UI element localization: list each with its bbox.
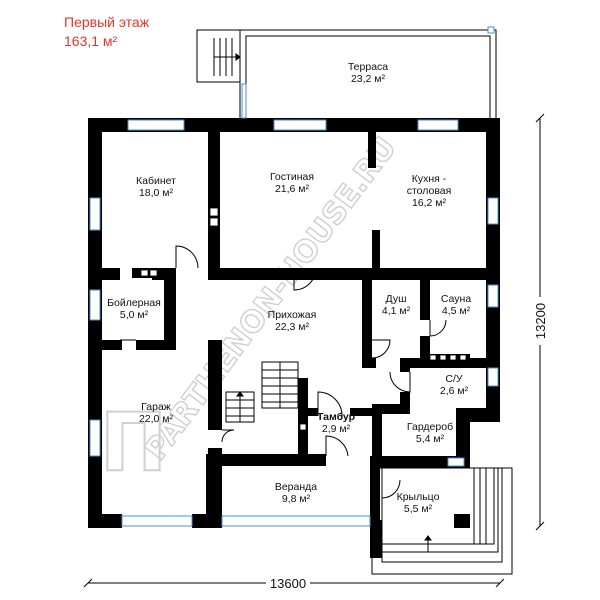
wall-west [88, 118, 102, 526]
stairs [225, 361, 299, 423]
room-name-veranda: Веранда [275, 481, 317, 493]
watermark-logo: П [100, 396, 167, 489]
room-name-hall: Прихожая [268, 309, 317, 321]
room-name-terrace: Терраса [348, 61, 388, 73]
dimension-width: 13600 [270, 576, 306, 591]
room-area-porch: 5,5 м² [404, 503, 433, 515]
room-area-sauna: 4,5 м² [442, 305, 471, 317]
room-area-living: 21,6 м² [275, 183, 310, 195]
doors [120, 245, 447, 499]
room-name-shower: Душ [385, 293, 406, 305]
room-area-kitchen: 16,2 м² [412, 197, 447, 209]
windows [89, 83, 499, 527]
wall-porch-top [370, 456, 470, 468]
room-area-veranda: 9,8 м² [282, 493, 311, 505]
room-name-garage: Гараж [141, 401, 171, 413]
floor-area: 163,1 м² [64, 33, 118, 49]
room-name-sauna: Сауна [441, 293, 471, 305]
dimension-height: 13200 [533, 303, 548, 339]
room-name-living: Гостиная [270, 171, 314, 183]
room-labels: Терраса 23,2 м² Кабинет 18,0 м² Гостиная… [107, 61, 471, 515]
room-name-vestibule: Тамбур [317, 411, 355, 423]
floor-title: Первый этаж [64, 14, 150, 30]
room-area-garage: 22,0 м² [139, 413, 174, 425]
vents [140, 207, 467, 431]
room-area-vestibule: 2,9 м² [322, 423, 351, 435]
room-area-office: 18,0 м² [139, 187, 174, 199]
room-name-wardrobe: Гардероб [407, 421, 453, 433]
terrace-outline [196, 26, 497, 118]
wall-east-upper [486, 118, 500, 408]
room-name-boiler: Бойлерная [107, 297, 161, 309]
room-area-shower: 4,1 м² [382, 305, 411, 317]
room-name-kitchen-line2: столовая [407, 185, 452, 197]
porch-steps [371, 467, 513, 575]
room-area-wc: 2,6 м² [440, 385, 469, 397]
room-name-porch: Крыльцо [397, 491, 440, 503]
room-name-wc: С/У [445, 373, 463, 385]
room-area-boiler: 5,0 м² [120, 309, 149, 321]
room-name-kitchen: Кухня - [412, 173, 447, 185]
room-name-office: Кабинет [136, 175, 176, 187]
room-area-wardrobe: 5,4 м² [416, 433, 445, 445]
room-area-terrace: 23,2 м² [351, 73, 386, 85]
room-area-hall: 22,3 м² [275, 321, 310, 333]
